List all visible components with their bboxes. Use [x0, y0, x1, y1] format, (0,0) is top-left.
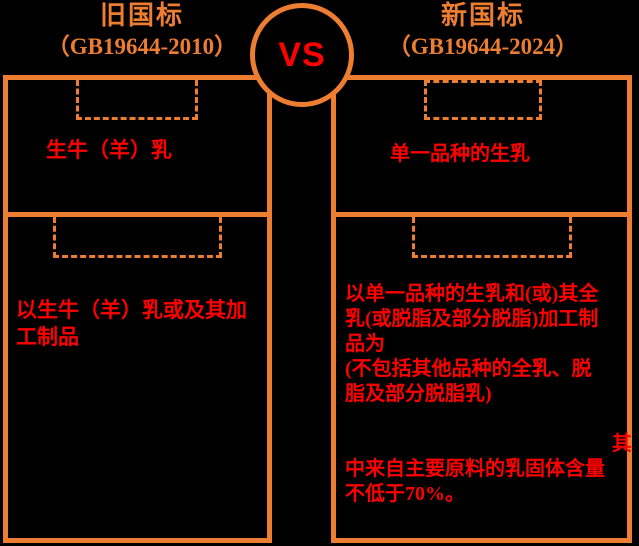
new-standard-code: （GB19644-2024） [387, 34, 579, 59]
old-standard-code: （GB19644-2010） [46, 34, 238, 59]
old-standard-header: 旧国标 （GB19644-2010） [0, 0, 284, 62]
text-line: 以单一品种的生乳和(或)其全 [345, 283, 599, 305]
new-standard-panel [331, 75, 632, 543]
old-bottom-placeholder-box [53, 217, 222, 258]
text-line: 脂及部分脱脂乳) [345, 383, 492, 405]
vs-label: VS [278, 35, 326, 74]
new-standard-header: 新国标 （GB19644-2024） [341, 0, 625, 62]
text-line [345, 407, 632, 432]
old-panel-divider [3, 212, 272, 217]
old-standard-panel [3, 75, 272, 543]
text-line: 以生牛（羊）乳或及其加 [16, 298, 247, 322]
new-standard-title: 新国标 [440, 1, 525, 30]
new-bottom-placeholder-box [412, 217, 572, 258]
text-line: 其 [612, 433, 632, 455]
new-bottom-text: 以单一品种的生乳和(或)其全 乳(或脱脂及部分脱脂)加工制 品为 (不包括其他品… [345, 282, 632, 507]
old-bottom-text: 以生牛（羊）乳或及其加 工制品 [16, 297, 272, 351]
new-top-placeholder-box [424, 80, 542, 120]
text-line: (不包括其他品种的全乳、脱 [345, 358, 592, 380]
text-line: 工制品 [16, 325, 79, 349]
new-top-text: 单一品种的生乳 [390, 143, 530, 165]
old-top-placeholder-box [76, 80, 198, 120]
text-line: 品为 [345, 333, 385, 355]
old-top-text: 生牛（羊）乳 [46, 138, 172, 162]
text-line: 乳(或脱脂及部分脱脂)加工制 [345, 308, 599, 330]
new-panel-divider [331, 212, 632, 217]
old-standard-title: 旧国标 [99, 1, 184, 30]
text-line: 中来自主要原料的乳固体含量 [345, 458, 605, 480]
vs-badge-icon: VS [250, 3, 354, 107]
text-line: 不低于70%。 [345, 483, 465, 505]
